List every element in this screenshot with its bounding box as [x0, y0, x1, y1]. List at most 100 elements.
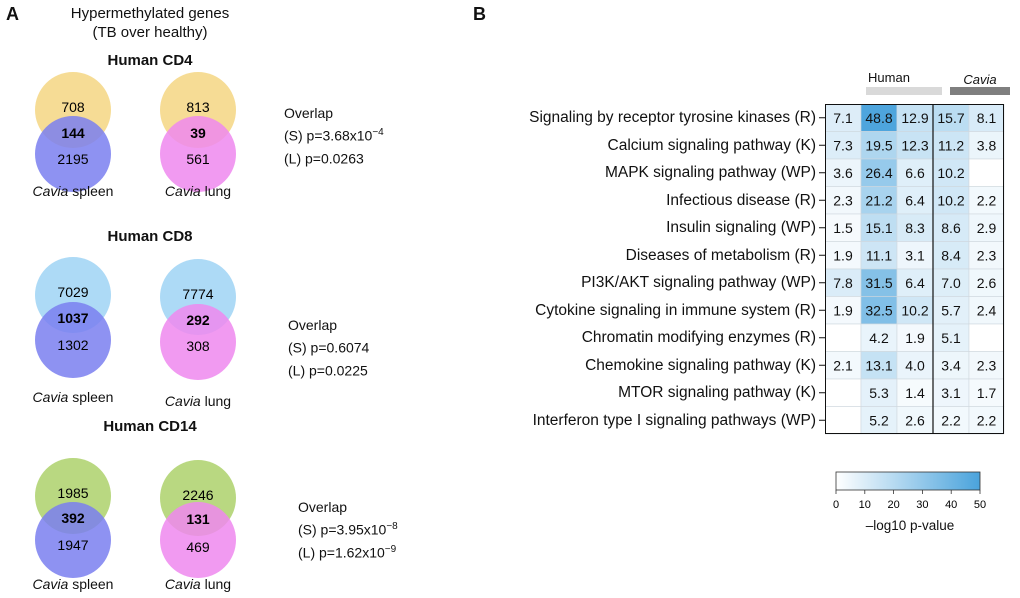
venn-cd8-spleen-bottom-count: 1302 [57, 337, 88, 353]
heatmap-cell-value: 8.4 [941, 247, 961, 263]
heatmap-row-label: MAPK signaling pathway (WP) [604, 164, 816, 181]
heatmap-cell-value: 2.3 [977, 357, 997, 373]
heatmap-cell-value: 3.1 [941, 385, 961, 401]
heatmap-cell-value: 7.1 [833, 110, 853, 126]
colorbar-tick-label: 40 [945, 499, 957, 511]
colorbar-tick-label: 20 [887, 499, 899, 511]
venn-cd14-lung-overlap-count: 131 [186, 511, 210, 527]
heatmap-cell-value: 6.4 [905, 192, 925, 208]
heatmap-cell-value: 3.4 [941, 357, 961, 373]
overlap-stats-cd4: Overlap (S) p=3.68x10−4 (L) p=0.0263 [284, 104, 384, 168]
caption-tissue: lung [200, 576, 232, 592]
heatmap-cell [932, 268, 970, 297]
colorbar-label: –log10 p-value [865, 518, 955, 533]
heatmap-cell [825, 131, 862, 160]
heatmap-cell-value: 8.6 [941, 220, 961, 236]
heatmap-cell [932, 241, 970, 270]
heatmap-cell [860, 296, 898, 325]
heatmap-cell [896, 351, 934, 380]
caption-species: Cavia [32, 389, 69, 405]
venn-cd8-spleen-overlap-count: 1037 [57, 310, 88, 326]
group-label-cavia: Cavia [963, 72, 997, 87]
venn-diagrams: 708 144 2195 813 39 561 7029 1037 1302 7… [35, 72, 236, 578]
venn-cd14-lung-bottom-circle [160, 502, 236, 578]
heatmap-row-ticks [819, 117, 825, 421]
heatmap-row-label: Insulin signaling (WP) [666, 219, 816, 236]
heatmap-row-label: Diseases of metabolism (R) [625, 246, 816, 264]
caption-cd4-lung: Cavia lung [138, 183, 258, 199]
heatmap-row-label: Signaling by receptor tyrosine kinases (… [529, 109, 816, 126]
venn-cd14-spleen-bottom-count: 1947 [57, 537, 88, 553]
overlap-spleen-p: (S) p=3.95x10−8 [298, 521, 398, 538]
heatmap-cell-value: 31.5 [865, 275, 892, 291]
heatmap-cell-value: 6.6 [905, 165, 925, 181]
heatmap-cell-value: 2.4 [977, 302, 997, 318]
group-label-human: Human [868, 70, 910, 85]
heatmap-cell [932, 406, 970, 435]
overlap-spleen-p: (S) p=3.68x10−4 [284, 127, 384, 144]
venn-cd4-lung: 813 39 561 [160, 72, 236, 192]
heatmap-cell-value: 19.5 [865, 137, 892, 153]
heatmap-cell [825, 406, 862, 435]
venn-cd4-spleen-bottom-count: 2195 [57, 151, 88, 167]
venn-cd4-spleen-overlap-count: 144 [61, 125, 85, 141]
venn-cd14-lung-bottom-count: 469 [186, 539, 210, 555]
caption-species: Cavia [32, 576, 69, 592]
heatmap-cell-value: 1.7 [977, 385, 997, 401]
panel-a-title-line2: (TB over healthy) [92, 24, 208, 41]
venn-cd14-spleen-top-count: 1985 [57, 485, 88, 501]
heatmap-cell-value: 3.8 [977, 137, 997, 153]
heatmap-cell-value: 1.4 [905, 385, 925, 401]
overlap-title: Overlap [288, 317, 338, 333]
heatmap-cell [860, 351, 898, 380]
caption-species: Cavia [164, 576, 201, 592]
heatmap-cell [968, 296, 1005, 325]
heatmap-cell-value: 15.7 [937, 110, 964, 126]
heatmap-cell-value: 15.1 [865, 220, 892, 236]
venn-cd8-lung-bottom-circle [160, 304, 236, 380]
heatmap-cell-value: 2.2 [977, 412, 997, 428]
venn-cd14-lung: 2246 131 469 [160, 460, 236, 578]
venn-cd8-lung-bottom-count: 308 [186, 338, 210, 354]
colorbar-tick-label: 50 [974, 499, 986, 511]
heatmap-cell-value: 11.2 [938, 137, 964, 153]
heatmap-cell-value: 11.1 [866, 247, 892, 263]
heatmap-cell-value: 21.2 [865, 192, 892, 208]
heatmap-cell-value: 2.9 [977, 220, 997, 236]
heatmap-cell-value: 1.9 [833, 302, 853, 318]
heatmap-cell [968, 406, 1005, 435]
heatmap-cell-value: 1.5 [833, 220, 853, 236]
heatmap-cell-value: 2.3 [833, 192, 853, 208]
overlap-title: Overlap [284, 105, 334, 121]
heatmap-cell [932, 186, 970, 215]
heatmap-cell-value: 8.3 [905, 220, 925, 236]
colorbar-tick-label: 30 [916, 499, 928, 511]
caption-cd14-lung: Cavia lung [138, 576, 258, 592]
heatmap-cell [896, 406, 934, 435]
caption-species: Cavia [32, 183, 69, 199]
heatmap-cell [896, 186, 934, 215]
heatmap-cell-value: 12.9 [901, 110, 928, 126]
caption-species: Cavia [164, 183, 201, 199]
section-title-cd8: Human CD8 [107, 228, 193, 245]
caption-tissue: spleen [68, 389, 114, 405]
heatmap-cell-value: 2.6 [977, 275, 997, 291]
venn-cd4-spleen-bottom-circle [35, 116, 111, 192]
venn-cd8-spleen: 7029 1037 1302 [35, 257, 111, 378]
heatmap-cell [968, 213, 1005, 242]
heatmap-cell [968, 268, 1005, 297]
heatmap-cell [896, 378, 934, 407]
heatmap-cell [968, 351, 1005, 380]
caption-tissue: lung [200, 183, 232, 199]
heatmap-cell-value: 13.1 [865, 357, 892, 373]
heatmap-cell-value: 48.8 [865, 110, 892, 126]
heatmap-cell-value: 10.2 [937, 192, 964, 208]
heatmap-cell [968, 323, 1005, 352]
venn-cd4-lung-bottom-circle [160, 116, 236, 192]
venn-cd14-spleen-bottom-circle [35, 502, 111, 578]
heatmap-cell-value: 5.7 [941, 302, 961, 318]
heatmap-cell-value: 5.1 [941, 330, 961, 346]
heatmap-cell-value: 4.0 [905, 357, 925, 373]
